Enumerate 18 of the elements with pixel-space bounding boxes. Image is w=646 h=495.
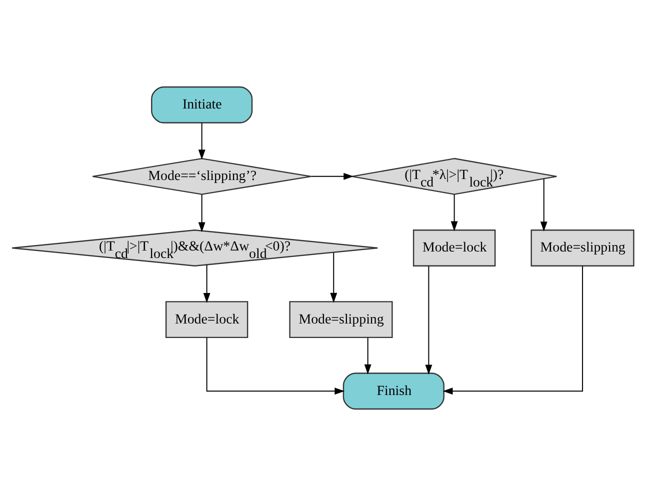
arrow [442,265,584,394]
arrow [330,252,338,302]
arrow [206,336,345,394]
node-diamond: Mode==‘slipping’? [92,157,312,194]
node-box: Mode=lock [165,300,248,338]
node-box: Finish [342,372,444,410]
arrow [310,172,354,180]
arrow [203,264,210,302]
arrow [450,194,458,231]
arrow [425,265,432,374]
arrow [198,122,206,160]
arrow [198,194,206,232]
arrow [540,178,548,232]
node-box: Mode=slipping [289,300,393,338]
node-box: Initiate [151,86,253,123]
node-box: Mode=lock [412,229,496,266]
arrow [364,336,372,374]
node-box: Mode=slipping [530,229,634,266]
